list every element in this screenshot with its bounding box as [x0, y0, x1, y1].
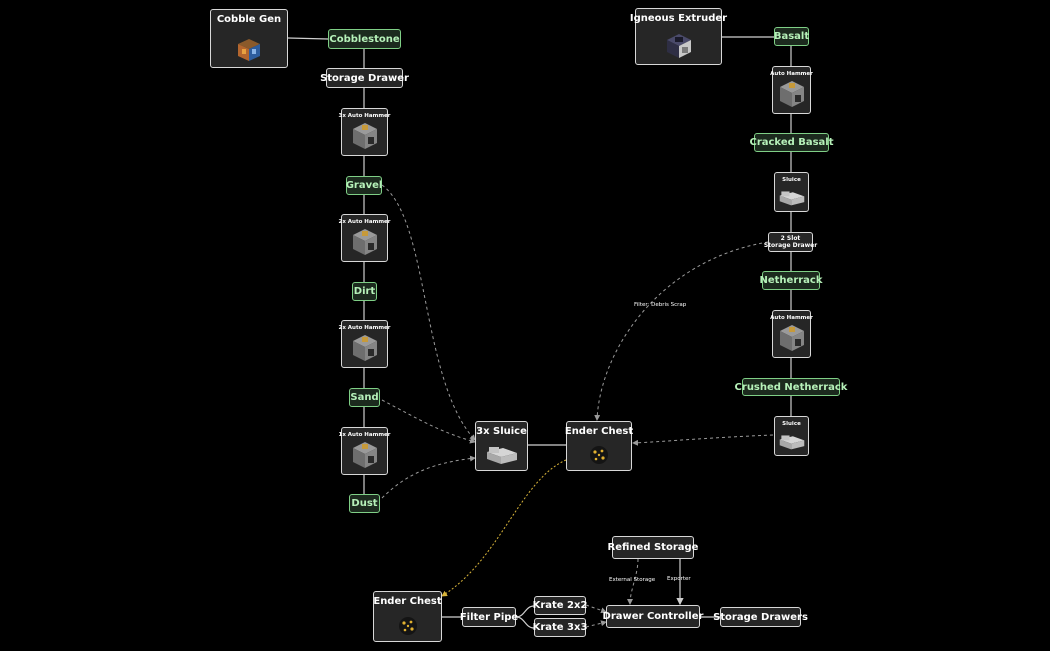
filter-pipe-label: Filter Pipe [459, 611, 519, 623]
basalt-node[interactable]: Basalt [774, 27, 809, 46]
auto-hammer-b-label: Auto Hammer [770, 315, 813, 321]
edge-dust-sluice [381, 455, 476, 499]
auto-hammer-b-node[interactable]: Auto Hammer [770, 310, 813, 358]
ender-chest-top-node[interactable]: Ender Chest [564, 421, 634, 471]
krate-2x2-label: Krate 2x2 [532, 600, 588, 611]
crushed-netherrack-node[interactable]: Crushed Netherrack [735, 378, 847, 396]
ender-chest-bottom-node[interactable]: Ender Chest [373, 591, 442, 642]
krate-2x2-node[interactable]: Krate 2x2 [532, 596, 588, 615]
storage-drawer-label: Storage Drawer [320, 72, 409, 84]
edge-label-external-storage: External Storage [609, 577, 656, 583]
hammer-2x-a-label: 2x Auto Hammer [338, 219, 391, 225]
storage-drawers-node[interactable]: Storage Drawers [713, 607, 808, 627]
edge-krate3x3-controller [585, 620, 607, 628]
edge-label-filter: Filter: Debris Scrap [634, 302, 687, 308]
sand-label: Sand [350, 392, 379, 403]
edge-slotdrawer-enderchest [594, 241, 769, 421]
drawer-controller-label: Drawer Controller [602, 611, 704, 622]
edge-filterpipe-krate2x2 [515, 605, 535, 618]
refined-storage-node[interactable]: Refined Storage [608, 536, 698, 559]
ender-chest-icon [398, 617, 417, 635]
cobblestone-label: Cobblestone [329, 33, 400, 45]
edge-cobblegen-cobblestone [287, 37, 329, 40]
krate-3x3-node[interactable]: Krate 3x3 [532, 618, 588, 637]
ender-chest-top-label: Ender Chest [564, 426, 634, 437]
auto-hammer-a-node[interactable]: Auto Hammer [770, 66, 813, 114]
auto-hammer-block-icon [352, 123, 377, 149]
sluice-a-node[interactable]: Sluice [774, 172, 809, 212]
auto-hammer-a-label: Auto Hammer [770, 71, 813, 77]
edge-gravel-sluice [381, 184, 476, 441]
netherrack-node[interactable]: Netherrack [759, 271, 823, 290]
netherrack-label: Netherrack [759, 275, 823, 286]
slot-drawer-label-line2: Storage Drawer [763, 242, 818, 249]
sluice-block-icon [486, 447, 517, 464]
slot-drawer-label-line1: 2 Slot [780, 235, 801, 242]
sluice-b-label: Sluice [782, 421, 801, 427]
filter-pipe-node[interactable]: Filter Pipe [459, 607, 519, 627]
sand-node[interactable]: Sand [349, 388, 380, 407]
edge-label-exporter: Exporter [667, 576, 691, 582]
cobblestone-node[interactable]: Cobblestone [328, 29, 401, 49]
igneous-extruder-label: Igneous Extruder [629, 13, 728, 24]
dust-label: Dust [351, 498, 378, 509]
krate-3x3-label: Krate 3x3 [532, 622, 588, 633]
dirt-label: Dirt [353, 286, 376, 297]
slot-drawer-node[interactable]: 2 Slot Storage Drawer [764, 232, 817, 252]
gravel-node[interactable]: Gravel [346, 176, 382, 195]
hammer-1x-node[interactable]: 1x Auto Hammer [338, 427, 391, 475]
refined-storage-label: Refined Storage [607, 542, 699, 553]
cobble-generator-block-icon [238, 39, 260, 61]
hammer-3x-node[interactable]: 3x Auto Hammer [338, 108, 391, 156]
igneous-extruder-block-icon [666, 34, 691, 58]
sluice-3x-label: 3x Sluice [476, 426, 527, 437]
storage-drawer-node[interactable]: Storage Drawer [320, 68, 409, 88]
gravel-label: Gravel [345, 180, 383, 191]
dirt-node[interactable]: Dirt [352, 282, 377, 301]
hammer-2x-a-node[interactable]: 2x Auto Hammer [338, 214, 391, 262]
sluice-a-label: Sluice [782, 177, 801, 183]
sluice-3x-node[interactable]: 3x Sluice [475, 421, 528, 471]
edge-external-storage [627, 558, 639, 605]
crushed-netherrack-label: Crushed Netherrack [734, 381, 848, 393]
hammer-2x-b-label: 2x Auto Hammer [338, 325, 391, 331]
dust-node[interactable]: Dust [349, 494, 380, 513]
cobble-gen-node[interactable]: Cobble Gen [210, 9, 288, 68]
hammer-1x-label: 1x Auto Hammer [338, 432, 391, 438]
drawer-controller-node[interactable]: Drawer Controller [603, 605, 703, 628]
sluice-block-icon [779, 435, 804, 450]
edge-enderchest-enderchest-yellow [441, 459, 567, 597]
cracked-basalt-label: Cracked Basalt [749, 137, 834, 148]
auto-hammer-block-icon [779, 325, 804, 351]
hammer-2x-b-node[interactable]: 2x Auto Hammer [338, 320, 391, 368]
auto-hammer-block-icon [779, 81, 804, 107]
auto-hammer-block-icon [352, 335, 377, 361]
basalt-label: Basalt [773, 31, 810, 42]
hammer-3x-label: 3x Auto Hammer [338, 113, 391, 119]
auto-hammer-block-icon [352, 442, 377, 468]
ender-chest-icon [590, 446, 608, 464]
edge-sluice-enderchest-right [632, 434, 774, 446]
sluice-block-icon [779, 191, 804, 206]
edge-sand-sluice [381, 399, 476, 444]
ender-chest-bottom-label: Ender Chest [373, 596, 442, 607]
cracked-basalt-node[interactable]: Cracked Basalt [749, 133, 834, 152]
edge-filterpipe-krate3x3 [515, 616, 535, 629]
cobble-gen-label: Cobble Gen [216, 14, 282, 25]
sluice-b-node[interactable]: Sluice [774, 416, 809, 456]
storage-drawers-label: Storage Drawers [713, 611, 808, 623]
igneous-extruder-node[interactable]: Igneous Extruder [630, 8, 727, 65]
auto-hammer-block-icon [352, 229, 377, 255]
